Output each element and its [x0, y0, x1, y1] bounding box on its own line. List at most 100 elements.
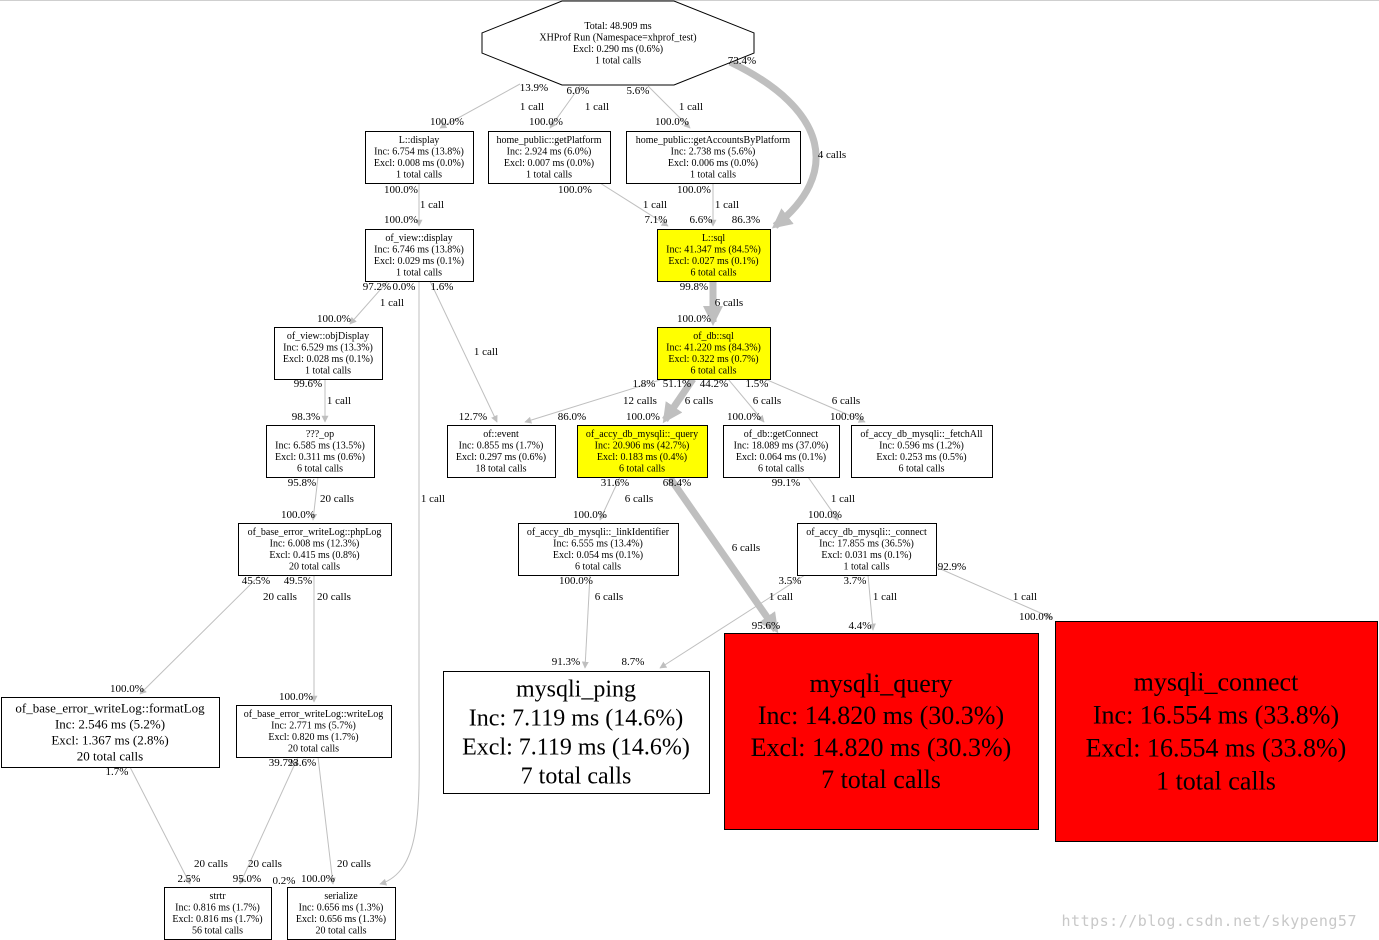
- node-function-name: of_db::sql: [693, 331, 734, 342]
- edge-call-count: 20 calls: [337, 858, 371, 870]
- edge-call-count: 20 calls: [263, 591, 297, 603]
- node-function-name: of_view::display: [385, 233, 452, 244]
- node-function-name: of_base_error_writeLog::writeLog: [244, 709, 383, 720]
- node-function-name: mysqli_query: [810, 669, 953, 698]
- node-stat-line: Inc: 6.746 ms (13.8%): [374, 244, 464, 255]
- node-stat-line: Excl: 0.006 ms (0.0%): [668, 158, 758, 169]
- node-function-name: of_accy_db_mysqli::_linkIdentifier: [527, 527, 670, 538]
- node-stat-line: Excl: 0.820 ms (1.7%): [268, 732, 358, 743]
- edge-call-count: 6 calls: [595, 591, 623, 603]
- node-stat-line: Inc: 6.529 ms (13.3%): [283, 342, 373, 353]
- node-stat-line: Inc: 0.855 ms (1.7%): [459, 440, 544, 451]
- edge-call-count: 12 calls: [623, 395, 657, 407]
- node-function-name: of_base_error_writeLog::phpLog: [248, 527, 382, 538]
- node-stat-line: 6 total calls: [898, 463, 944, 474]
- node-box: [797, 523, 937, 576]
- node-box: [518, 523, 679, 576]
- node-function-name: L::display: [399, 135, 440, 146]
- node-function-name: of::event: [483, 429, 519, 440]
- node-function-name: of_base_error_writeLog::formatLog: [15, 700, 205, 715]
- node-stat-line: Inc: 16.554 ms (33.8%): [1093, 701, 1339, 730]
- node-function-name: serialize: [324, 891, 358, 902]
- edge-target-percent: 8.7%: [622, 656, 645, 668]
- node-stat-line: Inc: 2.771 ms (5.7%): [271, 720, 356, 731]
- node-box: [274, 327, 383, 380]
- edge-connect-fn-to-mysqli-query: [867, 574, 876, 631]
- top-border: [0, 0, 1379, 1]
- edge-call-count: 6 calls: [685, 395, 713, 407]
- edge-target-percent: 100.0%: [430, 116, 464, 128]
- edge-source-percent: 95.8%: [288, 477, 316, 489]
- node-function-name: mysqli_connect: [1134, 668, 1299, 697]
- node-stat-line: Excl: 14.820 ms (30.3%): [751, 733, 1012, 762]
- node-stat-line: Inc: 6.008 ms (12.3%): [270, 538, 360, 549]
- node-stat-line: Inc: 14.820 ms (30.3%): [758, 701, 1004, 730]
- node-stat-line: Inc: 2.738 ms (5.6%): [671, 146, 756, 157]
- node-stat-line: 20 total calls: [315, 925, 366, 936]
- edge-source-percent: 49.5%: [284, 575, 312, 587]
- edge-source-percent: 31.6%: [601, 477, 629, 489]
- edge-db-sql-to-of-event: [524, 379, 661, 424]
- edges-layer: [129, 58, 1053, 886]
- edge-source-percent: 100.0%: [558, 184, 592, 196]
- node-box: [488, 131, 611, 184]
- node-stat-line: Excl: 0.029 ms (0.1%): [374, 256, 464, 267]
- edge-target-percent: 91.3%: [552, 656, 580, 668]
- edge-target-percent: 100.0%: [830, 411, 864, 423]
- edge-source-percent: 1.8%: [633, 378, 656, 390]
- edge-db-sql-to-fetchall: [764, 378, 866, 423]
- edge-linkident-to-mysqli-ping: [581, 574, 591, 669]
- node-box: [443, 671, 710, 794]
- edge-call-count: 6 calls: [832, 395, 860, 407]
- node-stat-line: Excl: 0.415 ms (0.8%): [269, 550, 359, 561]
- node-box: [1055, 621, 1378, 842]
- watermark-text: https://blog.csdn.net/skypeng57: [1061, 912, 1357, 930]
- edge-target-percent: 86.0%: [558, 411, 586, 423]
- edge-view-display-to-of-event: [429, 280, 498, 423]
- node-stat-line: Excl: 0.183 ms (0.4%): [597, 452, 687, 463]
- node-box: [287, 887, 396, 940]
- edge-source-percent: 44.2%: [700, 378, 728, 390]
- edge-formatlog-to-strtr: [129, 766, 191, 885]
- edge-target-percent: 95.0%: [233, 873, 261, 885]
- edge-target-percent: 2.5%: [178, 873, 201, 885]
- edge-call-count: 1 call: [715, 199, 739, 211]
- edge-target-percent: 100.0%: [301, 873, 335, 885]
- node-stat-line: Inc: 6.555 ms (13.4%): [553, 538, 643, 549]
- edge-target-percent: 4.4%: [849, 620, 872, 632]
- edge-db-sql-to-mysqli-query-fn: [662, 377, 696, 424]
- edge-call-count: 6 calls: [625, 493, 653, 505]
- node-stat-line: 1 total calls: [690, 169, 736, 180]
- edge-call-count: 20 calls: [194, 858, 228, 870]
- edge-source-percent: 0.0%: [393, 281, 416, 293]
- edge-call-count: 1 call: [421, 493, 445, 505]
- edge-target-percent: 100.0%: [1019, 611, 1053, 623]
- node-stat-line: Inc: 0.656 ms (1.3%): [299, 902, 384, 913]
- node-box: [851, 425, 993, 478]
- edge-target-percent: 6.6%: [690, 214, 713, 226]
- edge-target-percent: 7.1%: [645, 214, 668, 226]
